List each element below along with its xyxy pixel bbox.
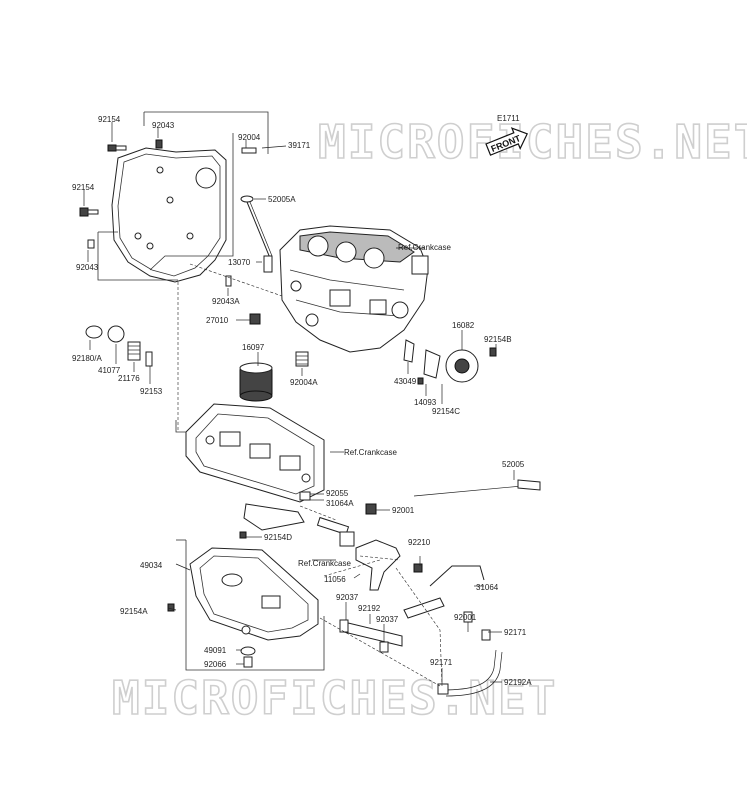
watermark-bottom: MICROFICHES.NET [112,671,557,725]
part-label: 49034 [140,561,163,570]
drain-plug-icon [243,656,253,668]
part-label: 92180/A [72,354,102,363]
nut-icon [413,563,423,573]
part-label: 92153 [140,387,163,396]
part-label: 92171 [430,658,453,667]
part-label: 92154B [484,335,512,344]
lower-oil-pan [189,547,319,641]
part-label: 92171 [504,628,527,637]
gasket-group [111,147,227,283]
part-label: 92037 [376,615,399,624]
part-label: 31064 [476,583,499,592]
part-label: 92210 [408,538,431,547]
part-label: 92192 [358,604,381,613]
dipstick-icon [240,195,273,259]
cover-icon [423,349,441,379]
part-label: 16082 [452,321,475,330]
crankcase-block [279,225,429,353]
bolt-icon [79,139,257,249]
hose-icon [343,621,403,647]
switch-icon [249,313,261,325]
strainer-icon [243,491,311,531]
nut-icon [365,503,377,515]
part-label: 92154C [432,407,460,416]
pipe-icon [429,565,485,587]
part-label: 92001 [392,506,415,515]
part-label: 92066 [204,660,227,669]
stud-icon [263,255,273,273]
part-label: 52005 [502,460,525,469]
dipstick-icon [413,485,523,497]
bolt-icon [417,377,424,385]
pump-parts [85,325,153,367]
part-label: 21176 [118,374,140,383]
part-label: 92154D [264,533,292,542]
part-label: 92001 [454,613,477,622]
ref-crankcase-lower: Ref.Crankcase [298,559,351,568]
part-label: 27010 [206,316,229,325]
part-label: 92154 [98,115,121,124]
part-label: 43049 [394,377,417,386]
bracket-icon [403,339,415,363]
part-label: 92043 [152,121,175,130]
part-label: 41077 [98,366,121,375]
diagram-code: E1711 [497,114,520,123]
ref-crankcase-upper: Ref.Crankcase [398,243,451,252]
part-label: 92055 [326,489,349,498]
part-label: 92043 [76,263,99,272]
upper-oil-pan [185,403,325,503]
part-label: 13070 [228,258,251,267]
hose-icon [441,649,497,691]
part-label: 31064A [326,499,354,508]
part-label: 14093 [414,398,437,407]
water-pump-icon [445,347,497,383]
part-label: 92192A [504,678,532,687]
part-label: 92004A [290,378,318,387]
washer-icon [240,646,256,656]
oil-filter-icon [239,362,273,402]
part-label: 92154 [72,183,95,192]
part-label: 52005A [268,195,296,204]
arm-icon [355,539,401,591]
pin-icon [225,275,232,287]
bolt-icon [167,603,175,612]
fitting-icon [295,351,309,367]
shaft-icon [316,516,355,547]
part-label: 39171 [288,141,311,150]
part-label: 11056 [324,575,346,584]
bolt-icon [239,531,247,539]
watermark-top: MICROFICHES.NET [318,115,747,169]
part-label: 92043A [212,297,240,306]
part-label: 16097 [242,343,265,352]
part-label: 92154A [120,607,148,616]
part-label: 92004 [238,133,261,142]
part-label: 49091 [204,646,227,655]
part-label: 92037 [336,593,359,602]
ref-crankcase-mid: Ref.Crankcase [344,448,397,457]
